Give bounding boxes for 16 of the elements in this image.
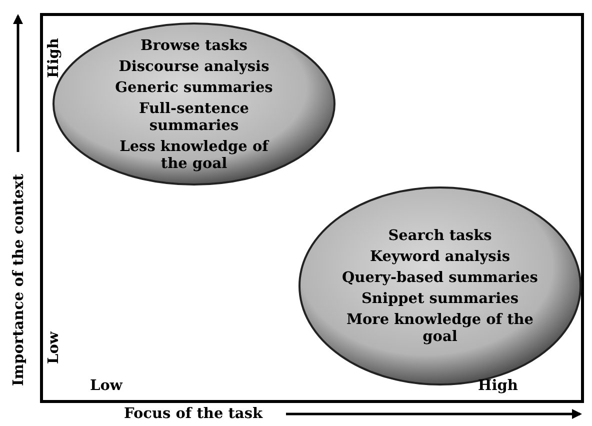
region-text: Browse tasks	[140, 36, 248, 54]
region-text: Search tasks	[388, 227, 492, 244]
region-text: Full-sentence summaries	[138, 100, 250, 134]
axis-title: Importance of the context	[10, 174, 27, 386]
region-text: More knowledge of the goal	[345, 311, 535, 345]
region-text: Query-based summaries	[342, 269, 538, 286]
axis-tick-label: High	[45, 38, 62, 78]
region-text: Snippet summaries	[361, 290, 519, 307]
axis-title: Focus of the task	[124, 405, 263, 422]
region-text: Less knowledge of the goal	[118, 138, 270, 172]
region-text: Discourse analysis	[118, 58, 270, 74]
axis-tick-label: Low	[45, 332, 62, 364]
region-text: Generic summaries	[115, 78, 273, 96]
axis-tick-label: High	[478, 377, 518, 394]
axis-tick-label: Low	[90, 377, 122, 394]
region-text: Keyword analysis	[370, 248, 510, 265]
